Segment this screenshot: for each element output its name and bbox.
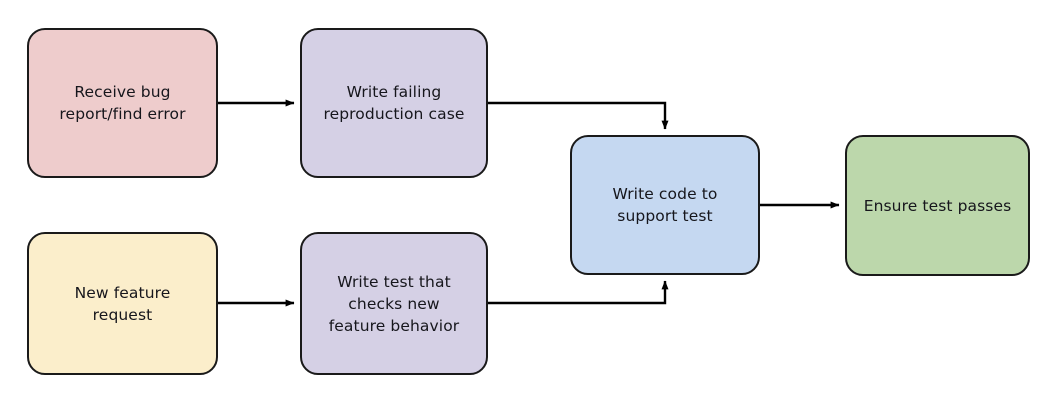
flow-node-label: Receive bug report/find error [59,83,186,123]
flow-node-write-test-checks-new-feature[interactable]: Write test that checks new feature behav… [300,232,488,375]
flow-node-write-code-to-support-test[interactable]: Write code to support test [570,135,760,275]
flow-node-label: Write failing reproduction case [323,83,465,123]
flow-node-write-failing-reproduction-case[interactable]: Write failing reproduction case [300,28,488,178]
flow-node-label: Write test that checks new feature behav… [328,272,460,335]
flow-node-ensure-test-passes[interactable]: Ensure test passes [845,135,1030,276]
flow-node-new-feature-request[interactable]: New feature request [27,232,218,375]
flow-node-label: Write code to support test [612,185,718,225]
flow-node-receive-bug-report[interactable]: Receive bug report/find error [27,28,218,178]
flow-node-label: New feature request [74,283,171,324]
flow-edge-reproduction-to-write-code [488,101,669,130]
flow-node-label: Ensure test passes [863,196,1012,215]
flow-edge-write-test-to-write-code [488,280,669,305]
